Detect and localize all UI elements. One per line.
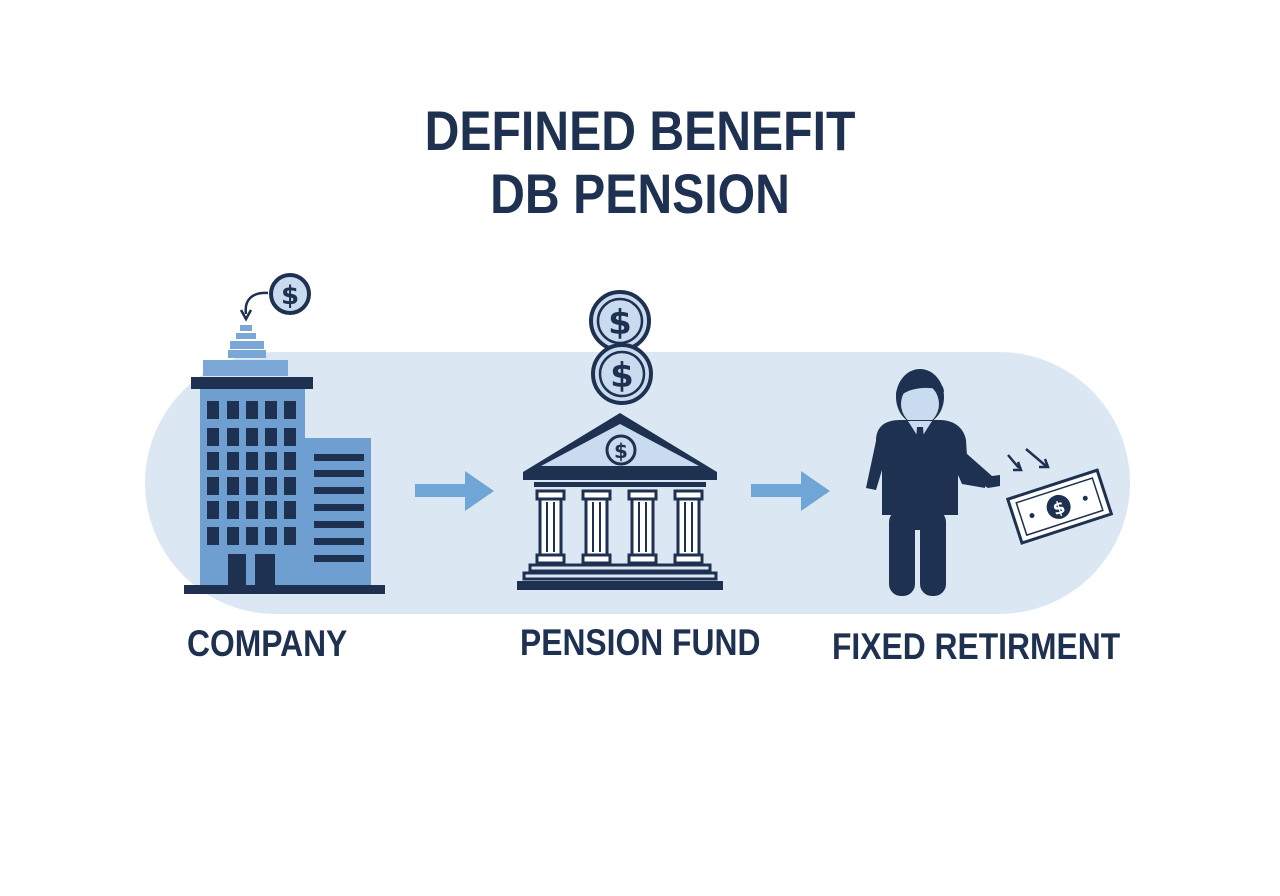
retiree-person-icon — [866, 369, 1000, 596]
bank-building-icon: $ $ $ — [517, 290, 723, 590]
company-coin-arrow — [244, 291, 269, 315]
bank-pediment-symbol: $ — [614, 439, 628, 463]
fund-coin-top-icon: $ — [589, 290, 651, 352]
stage-label-fixed-retirement: FIXED RETIRMENT — [832, 626, 1121, 667]
flow-arrow-fund-to-retiree — [751, 471, 830, 511]
company-coin-symbol: $ — [281, 281, 299, 311]
bank-pediment-coin-icon: $ — [605, 434, 637, 466]
stage-label-company: COMPANY — [187, 623, 348, 664]
office-building-icon: $ — [184, 273, 385, 594]
diagram-title-line-2: DB PENSION — [490, 162, 790, 225]
fund-coin-top-symbol: $ — [608, 303, 632, 343]
flow-arrow-company-to-fund — [415, 471, 494, 511]
stage-label-pension-fund: PENSION FUND — [520, 622, 761, 663]
diagram-title-line-1: DEFINED BENEFIT — [424, 99, 856, 162]
fund-coin-bottom-symbol: $ — [610, 356, 634, 396]
fund-coin-bottom-icon: $ — [591, 343, 653, 405]
cash-bill-icon: $ — [1005, 448, 1114, 545]
company-coin-icon: $ — [269, 273, 311, 315]
cash-bill-symbol: $ — [1051, 497, 1068, 520]
